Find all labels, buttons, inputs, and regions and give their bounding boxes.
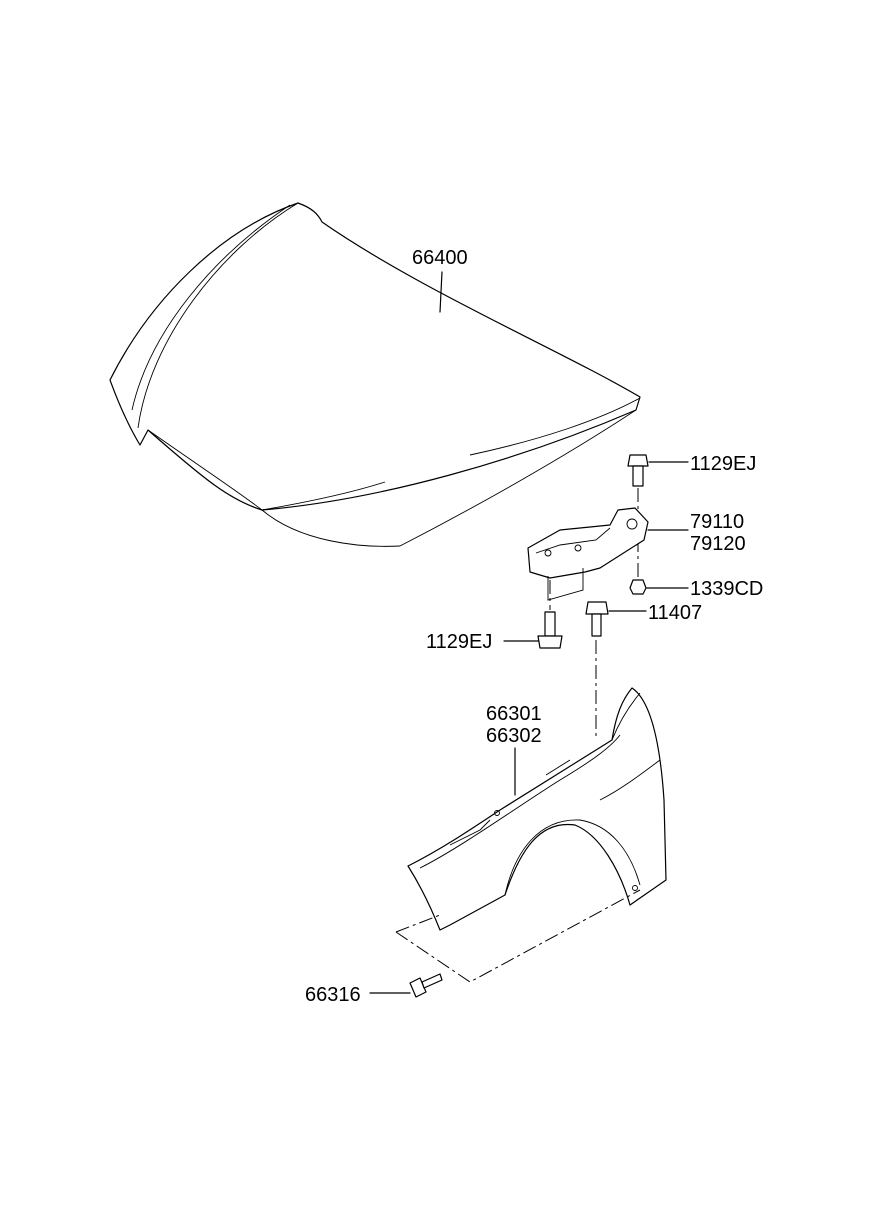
fender-bolt[interactable] [585, 601, 609, 637]
front-fender[interactable] [407, 687, 667, 931]
label-hinge-rh: 79120 [690, 533, 746, 555]
hood-panel[interactable] [109, 202, 641, 547]
label-fender-lh: 66301 [486, 703, 542, 725]
label-fender-bolt: 11407 [648, 602, 702, 624]
label-hinge-lh: 79110 [690, 511, 744, 533]
label-hinge-bolt-top: 1129EJ [690, 453, 756, 475]
hinge-bolt-top[interactable] [627, 454, 649, 487]
hinge-nut[interactable] [629, 579, 647, 595]
hood-hinge[interactable] [527, 507, 649, 601]
label-hinge-nut: 1339CD [690, 578, 763, 600]
label-hinge-bolt-bottom: 1129EJ [426, 631, 492, 653]
label-hood: 66400 [412, 247, 468, 269]
label-fender-rh: 66302 [486, 725, 542, 747]
hinge-bolt-bottom[interactable] [537, 611, 563, 649]
fender-mount-outline [395, 889, 641, 983]
leader-hood [439, 271, 443, 313]
label-fender-screw: 66316 [305, 984, 361, 1006]
fender-screw[interactable] [409, 973, 443, 998]
